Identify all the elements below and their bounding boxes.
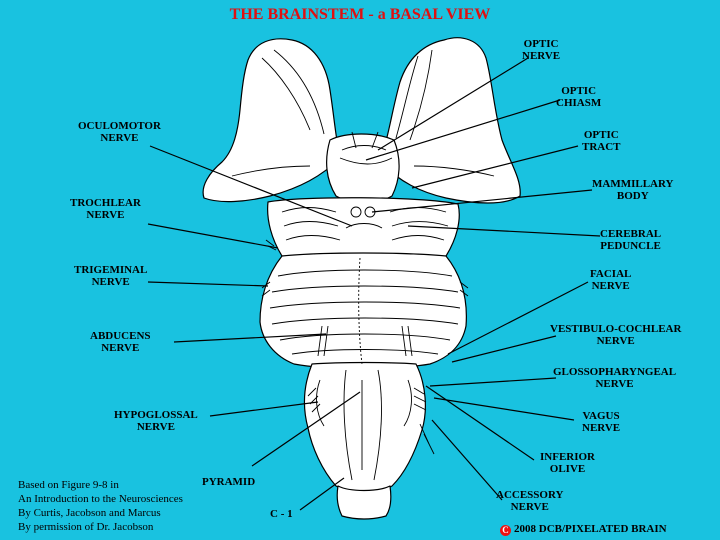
hypothalamus — [326, 133, 400, 203]
diagram-title: THE BRAINSTEM - a BASAL VIEW — [229, 6, 491, 23]
left-lobe — [202, 38, 341, 203]
pons — [259, 252, 467, 370]
leader-lines — [147, 57, 601, 511]
spinal-cord — [336, 485, 392, 520]
label-pyramid: PYRAMID — [202, 476, 256, 488]
label-c1: C - 1 — [270, 508, 293, 520]
medulla — [303, 361, 426, 493]
copyright-icon: C — [500, 525, 511, 536]
peduncle-band — [267, 197, 460, 262]
right-lobe — [379, 37, 521, 204]
figure-credit: Based on Figure 9-8 in An Introduction t… — [18, 479, 183, 533]
